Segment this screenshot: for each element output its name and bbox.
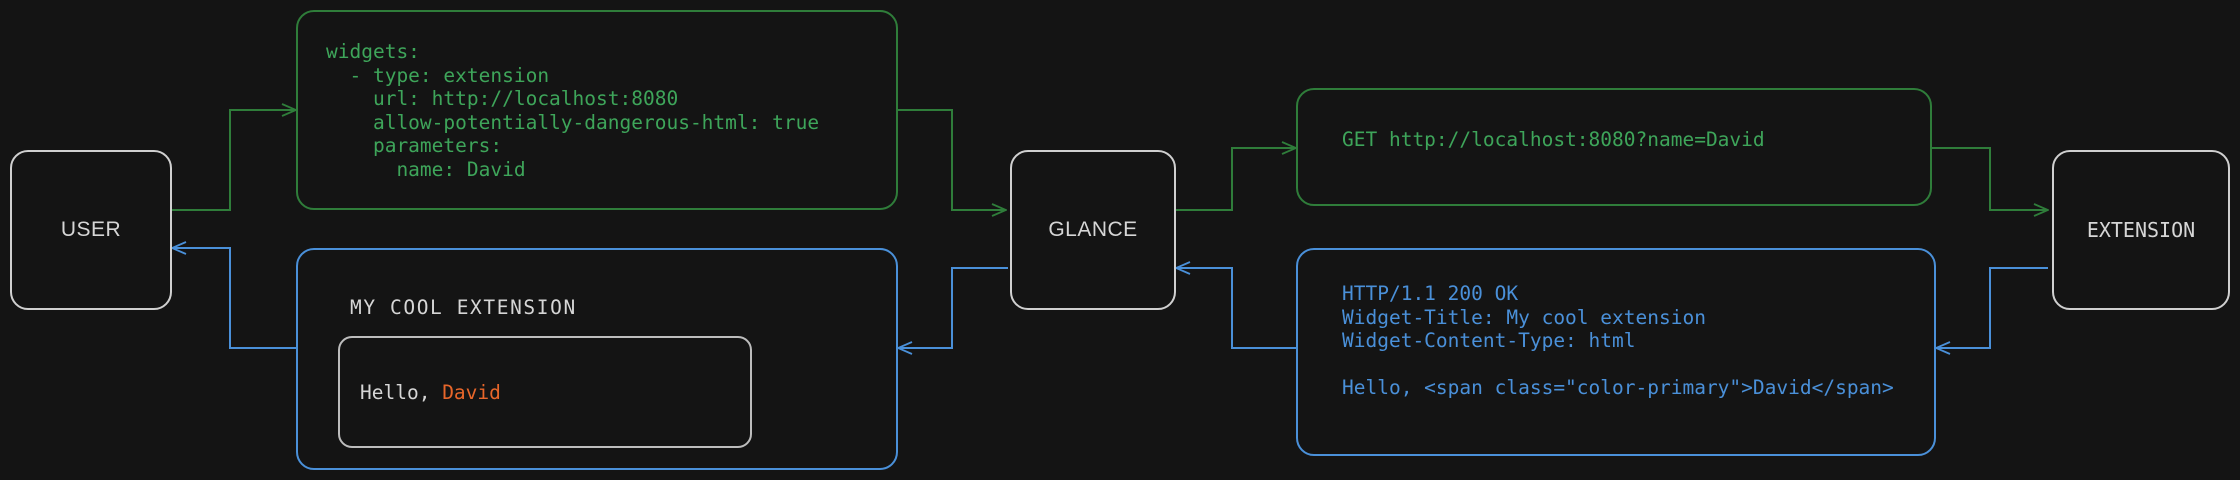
http-request-box: GET http://localhost:8080?name=David — [1296, 88, 1932, 206]
node-extension[interactable]: EXTENSION — [2052, 150, 2230, 310]
config-yaml-text: widgets: - type: extension url: http://l… — [326, 40, 820, 181]
node-glance[interactable]: GLANCE — [1010, 150, 1176, 310]
edge-config-glance-route — [898, 109, 1006, 210]
node-extension-label: EXTENSION — [2086, 218, 2196, 242]
widget-title: MY COOL EXTENSION — [350, 296, 577, 319]
config-yaml-box: widgets: - type: extension url: http://l… — [296, 10, 898, 210]
edge-glance-to-widget — [898, 267, 1008, 348]
widget-greeting: Hello, David — [360, 381, 501, 404]
http-response-box: HTTP/1.1 200 OK Widget-Title: My cool ex… — [1296, 248, 1936, 456]
node-glance-label: GLANCE — [1048, 218, 1138, 241]
edge-response-to-glance — [1176, 268, 1296, 349]
edge-request-to-extension — [1932, 147, 2048, 210]
widget-greeting-prefix: Hello, — [360, 380, 443, 404]
node-user-label: USER — [60, 218, 122, 241]
http-request-text: GET http://localhost:8080?name=David — [1342, 128, 1765, 151]
http-response-text: HTTP/1.1 200 OK Widget-Title: My cool ex… — [1342, 282, 1894, 399]
rendered-widget-box: MY COOL EXTENSION Hello, David — [296, 248, 898, 470]
edge-user-to-config — [170, 110, 296, 211]
widget-content-card: Hello, David — [338, 336, 752, 448]
node-user[interactable]: USER — [10, 150, 172, 310]
edge-config-to-glance-2 — [896, 110, 952, 128]
edge-glance-to-request — [1172, 148, 1296, 211]
edge-config-to-glance — [922, 109, 953, 190]
edge-extension-to-response — [1936, 267, 2048, 348]
widget-greeting-accent: David — [442, 380, 501, 404]
edge-widget-to-user — [172, 248, 296, 349]
